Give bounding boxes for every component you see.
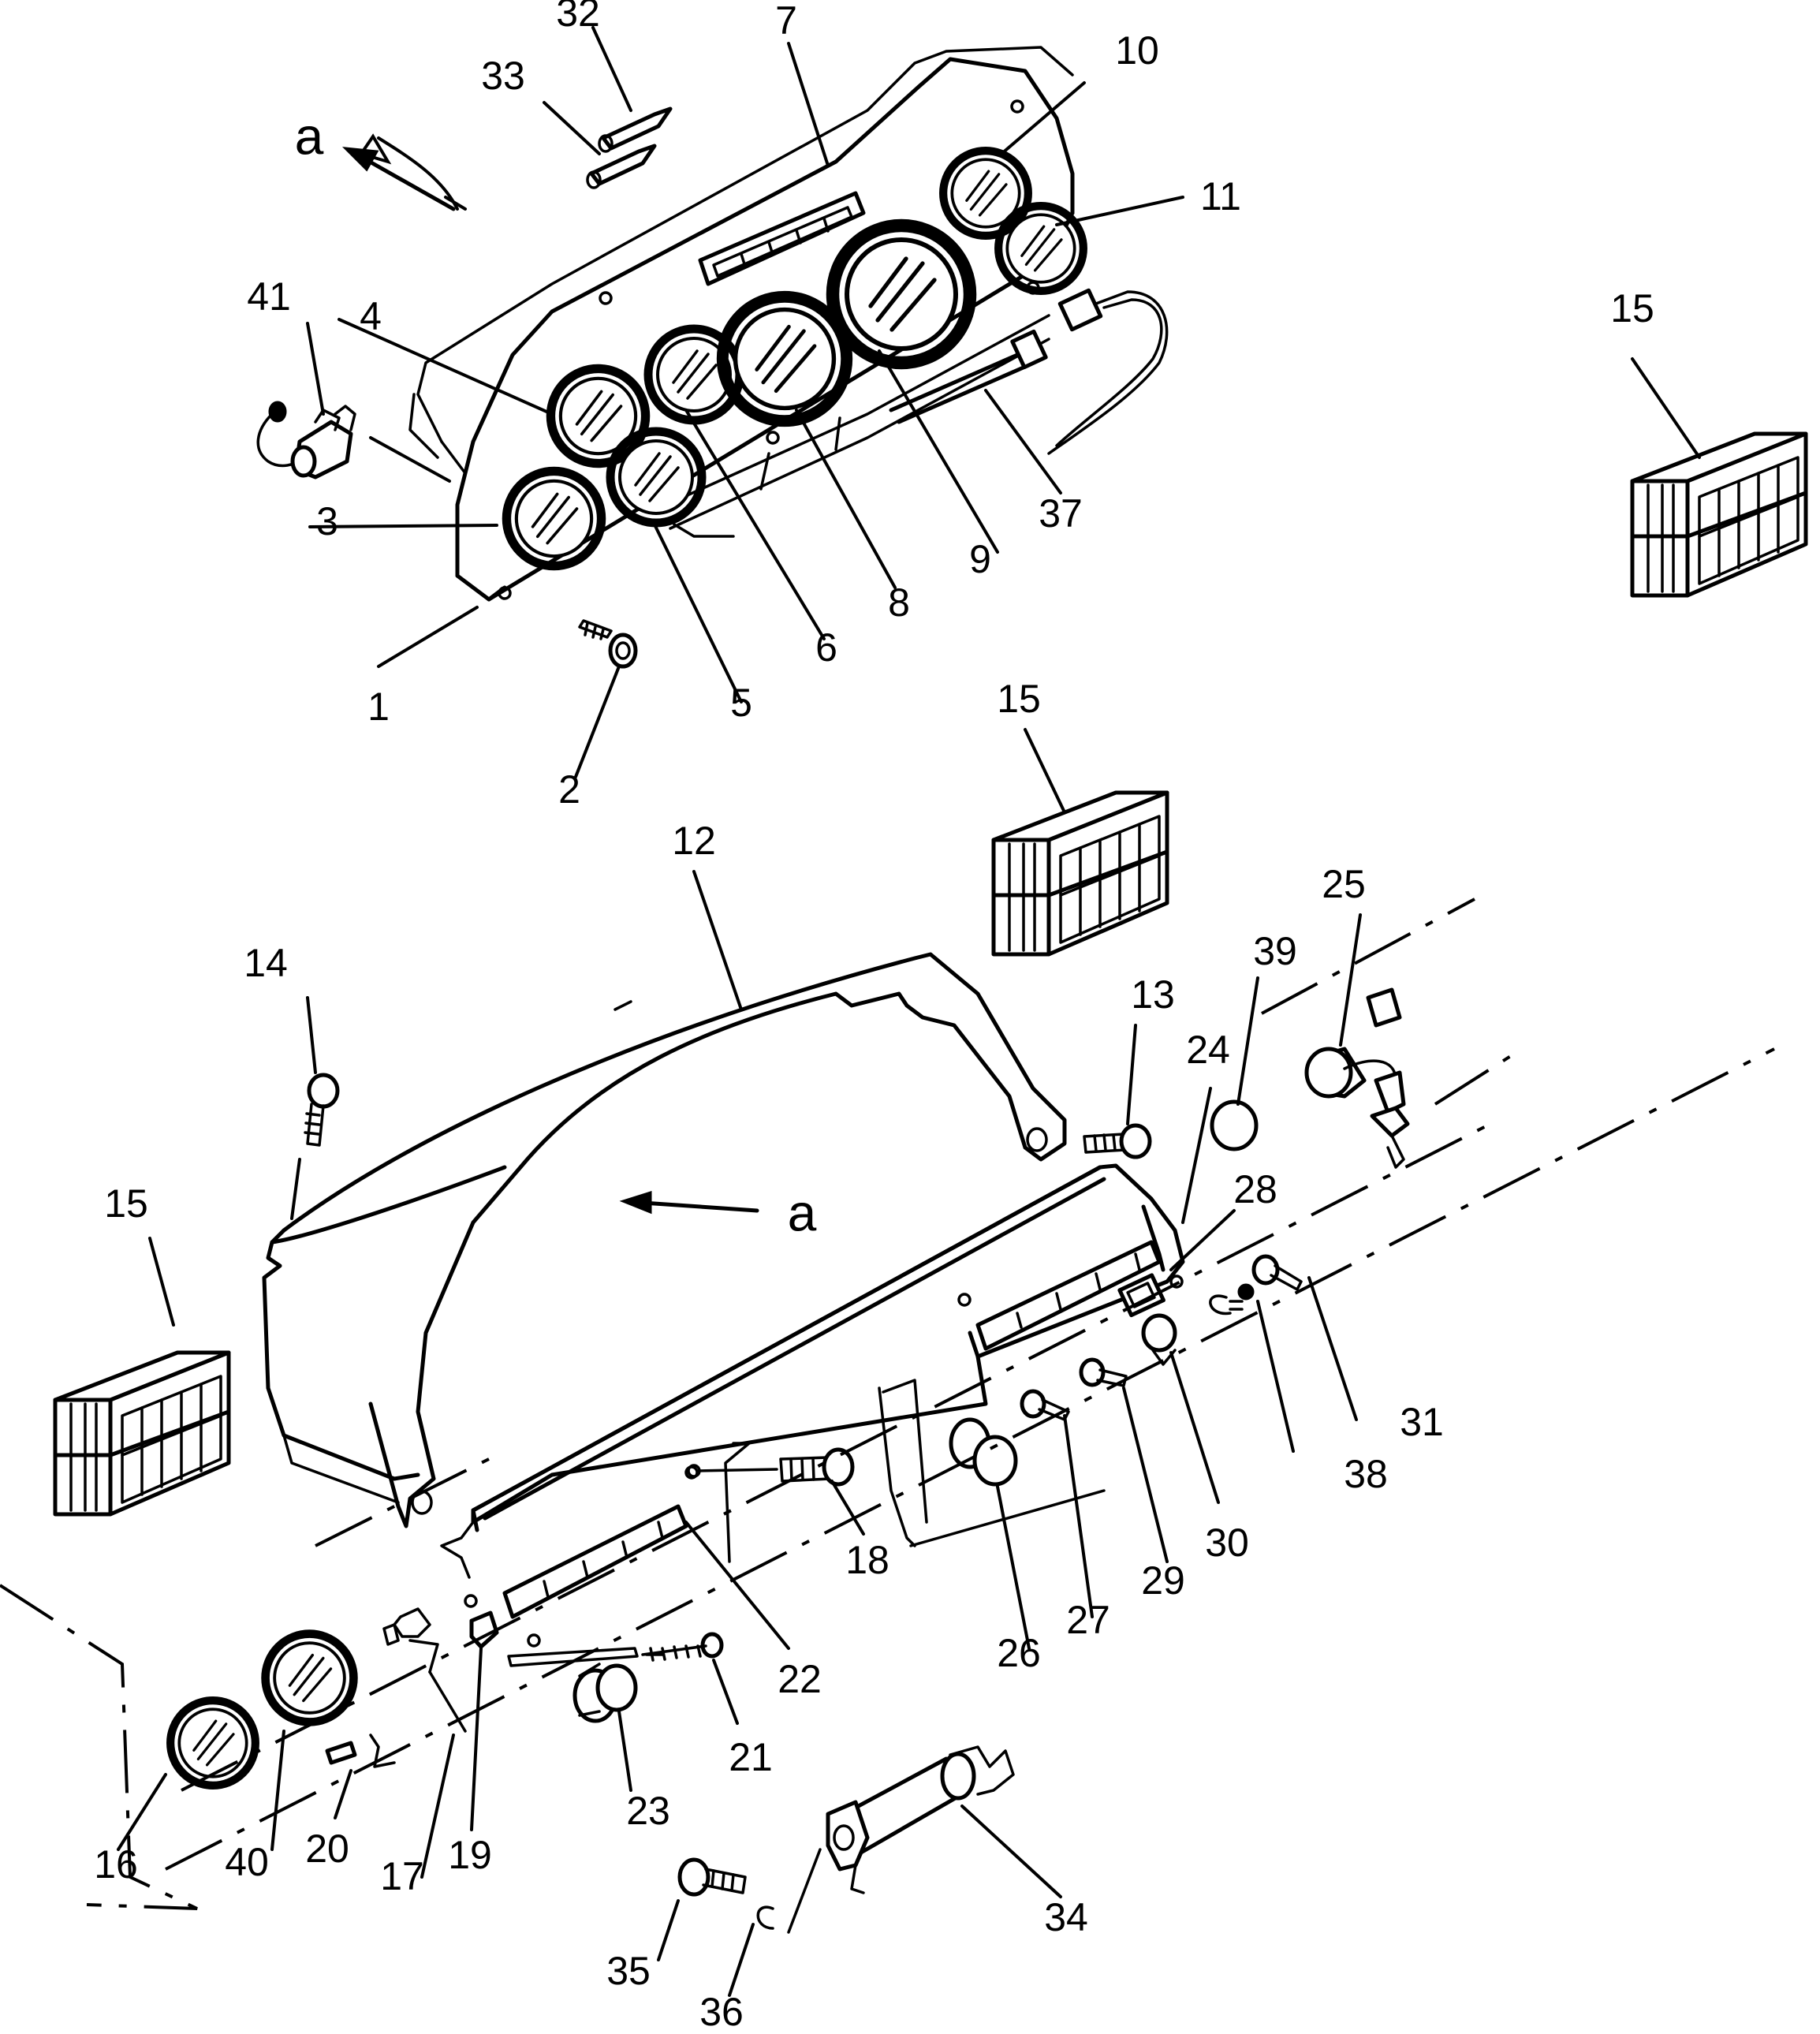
callout-11: 11 (1200, 174, 1241, 218)
callout-31: 31 (1400, 1400, 1444, 1444)
callout-41: 41 (247, 274, 291, 319)
callout-5: 5 (730, 681, 752, 725)
switch-box-left (55, 1353, 229, 1514)
callout-19: 19 (448, 1833, 492, 1877)
switch-box-middle (994, 793, 1167, 954)
direction-label-upper: a (295, 106, 324, 165)
callout-4: 4 (360, 294, 382, 338)
callout-7: 7 (775, 0, 797, 43)
callout-9: 9 (969, 537, 991, 581)
callout-6: 6 (815, 625, 837, 670)
switch-box-right (1632, 434, 1806, 595)
callout-25: 25 (1322, 862, 1366, 906)
callout-15a: 15 (1610, 286, 1654, 330)
callout-29: 29 (1141, 1558, 1185, 1603)
callout-8: 8 (888, 580, 910, 625)
callout-30: 30 (1205, 1521, 1249, 1565)
direction-label-lower: a (788, 1183, 817, 1241)
callout-20: 20 (305, 1827, 349, 1871)
callout-10: 10 (1115, 28, 1159, 73)
callout-35: 35 (606, 1949, 651, 1993)
callout-39: 39 (1253, 929, 1297, 973)
callout-15b: 15 (997, 677, 1041, 721)
callout-33: 33 (481, 54, 525, 98)
gauge-panel-assembly (256, 26, 1184, 778)
callout-23: 23 (626, 1789, 670, 1833)
callout-36: 36 (699, 1990, 744, 2034)
callout-37: 37 (1039, 491, 1083, 536)
callout-15c: 15 (104, 1181, 148, 1226)
callout-16: 16 (94, 1842, 138, 1887)
callout-21: 21 (729, 1735, 773, 1779)
callout-22: 22 (778, 1657, 822, 1701)
callout-26: 26 (997, 1631, 1041, 1675)
lower-dashboard-assembly (0, 147, 1775, 1997)
callout-40: 40 (225, 1840, 269, 1884)
callout-3: 3 (316, 499, 338, 543)
callout-24: 24 (1186, 1028, 1230, 1072)
callout-17: 17 (380, 1854, 424, 1898)
callout-18: 18 (845, 1538, 889, 1582)
callout-13: 13 (1131, 972, 1175, 1017)
callout-27: 27 (1066, 1598, 1110, 1642)
callout-34: 34 (1044, 1895, 1088, 1939)
callout-14: 14 (244, 941, 288, 985)
callout-38: 38 (1344, 1452, 1388, 1496)
callout-12: 12 (672, 819, 716, 863)
callout-28: 28 (1233, 1167, 1277, 1211)
callout-32: 32 (556, 0, 600, 35)
callout-1: 1 (367, 685, 390, 729)
callout-2: 2 (558, 767, 580, 812)
